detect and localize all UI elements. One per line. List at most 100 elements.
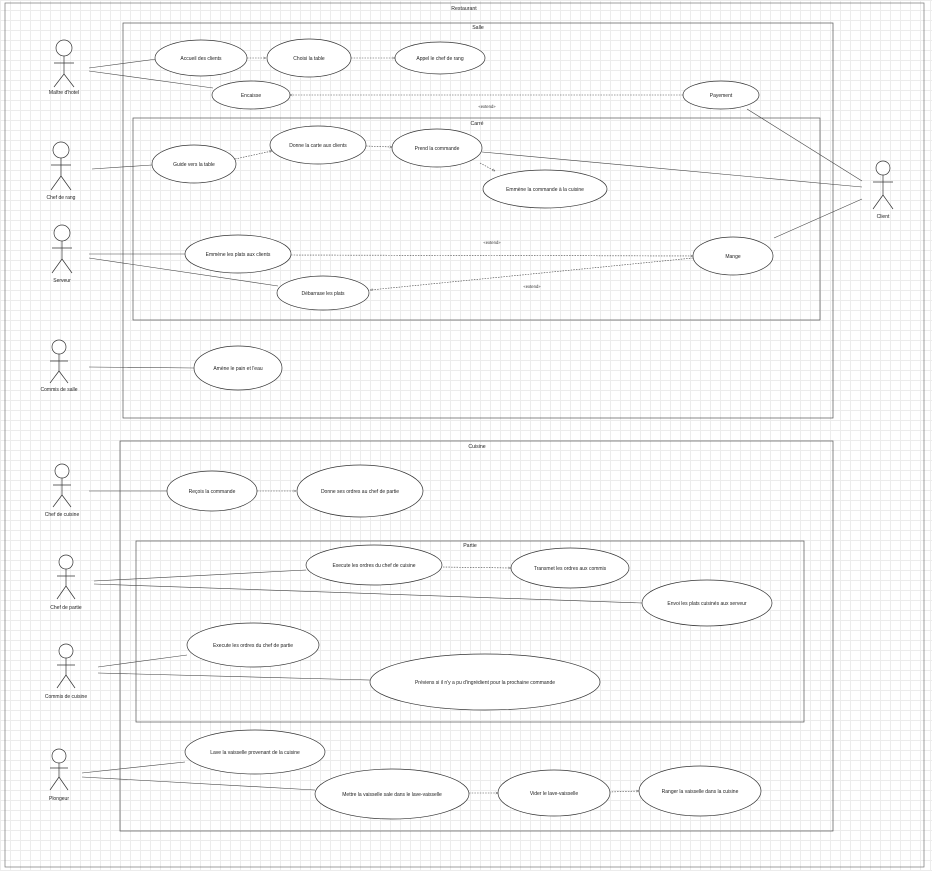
usecase-appel-label: Appel le chef de rang (416, 56, 463, 62)
usecase-exec-cuisine-label: Execute les ordres du chef de cuisine (332, 563, 415, 569)
usecase-transmet[interactable] (510, 547, 630, 589)
boundary-cuisine (119, 440, 834, 832)
actor-commis-salle-icon[interactable] (49, 339, 69, 384)
usecase-amene[interactable] (193, 345, 283, 391)
stereotype-extend-mange-bottom: «extend» (523, 284, 541, 289)
diagram-title: Restaurant (451, 6, 477, 12)
boundary-carre-label: Carré (471, 121, 484, 127)
usecase-envoi[interactable] (641, 579, 773, 627)
usecase-donne-ordres[interactable] (296, 464, 424, 518)
actor-chef-cuisine-icon[interactable] (52, 463, 72, 508)
boundary-partie (135, 540, 805, 723)
restaurant-frame (4, 2, 925, 868)
dep-vider-ranger (608, 791, 639, 792)
usecase-prend-label: Prend la commande (415, 146, 460, 152)
assoc-maitre-accueil (88, 58, 158, 69)
actor-chef-partie-label: Chef de partie (50, 605, 82, 611)
usecase-accueil[interactable] (154, 39, 248, 77)
boundary-salle-label: Salle (472, 25, 484, 31)
usecase-choisi[interactable] (266, 38, 352, 78)
assoc-plongeur-lave (81, 761, 186, 774)
assoc-commis-previens (97, 672, 371, 681)
usecase-mettre-label: Mettre la vaisselle sale dans le lave-va… (342, 792, 442, 798)
usecase-ranger-label: Ranger la vaisselle dans la cuisine (662, 789, 739, 795)
actor-serveur-icon[interactable] (51, 224, 73, 274)
actor-plongeur-icon[interactable] (49, 748, 69, 791)
usecase-donne-ordres-label: Donne ses ordres au chef de partie (321, 489, 399, 495)
actor-maitre-label: Maître d'hotel (49, 90, 79, 96)
usecase-appel[interactable] (394, 41, 486, 75)
actor-plongeur-label: Plongeur (49, 796, 69, 802)
assoc-client-mange (773, 198, 863, 239)
usecase-guide-label: Guide vers la table (173, 162, 215, 168)
usecase-exec-partie[interactable] (186, 622, 320, 668)
assoc-chefpartie-exec (93, 569, 307, 582)
assoc-client-payement (746, 108, 863, 182)
assoc-chefrang-guide (91, 164, 153, 170)
dep-donne-prend (365, 146, 392, 147)
dep-guide-donne (234, 151, 272, 160)
usecase-emmene-plats-label: Emmène les plats aux clients (206, 252, 271, 258)
usecase-vider[interactable] (497, 769, 611, 817)
stereotype-extend-mange-top: «extend» (483, 240, 501, 245)
assoc-commis-amene (88, 366, 195, 369)
actor-client-label: Client (877, 214, 890, 220)
boundary-cuisine-label: Cuisine (468, 444, 485, 450)
actors: Maître d'hotel Chef de rang Serveur Comm… (41, 39, 894, 802)
usecase-exec-partie-label: Execute les ordres du chef de partie (213, 643, 293, 649)
dep-exec-transmet (442, 567, 511, 568)
usecase-emmene-plats[interactable] (184, 234, 292, 274)
usecase-debarrasse[interactable] (276, 275, 370, 311)
associations (81, 58, 863, 791)
actor-commis-cuisine-icon[interactable] (56, 643, 76, 689)
boundary-carre (132, 117, 821, 321)
usecase-debarrasse-label: Débarrase les plats (301, 291, 345, 297)
usecase-mange-label: Mange (725, 254, 741, 260)
actor-serveur-label: Serveur (53, 278, 71, 284)
usecase-transmet-label: Transmet les ordres aux commis (534, 566, 607, 572)
actor-maitre-icon[interactable] (53, 39, 75, 88)
usecase-donne-carte[interactable] (269, 125, 367, 165)
dependencies (234, 58, 694, 793)
usecase-payement-label: Payement (710, 93, 733, 99)
usecase-accueil-label: Accueil des clients (180, 56, 222, 62)
usecase-ranger[interactable] (638, 765, 762, 817)
usecase-choisi-label: Choisi la table (293, 56, 325, 62)
dep-mange-debarrasse (370, 257, 694, 290)
stereotype-extend-payement: «extend» (478, 104, 496, 109)
usecase-emmene-commande-label: Emmène la commande à la cuisine (506, 187, 584, 193)
usecase-mettre[interactable] (314, 768, 470, 820)
assoc-commis-execpartie (97, 654, 188, 668)
usecase-donne-carte-label: Donne la carte aux clients (289, 143, 347, 149)
usecase-envoi-label: Envoi les plats cuisinés aux serveur (667, 601, 747, 607)
actor-client-icon[interactable] (872, 160, 894, 210)
assoc-chefpartie-envoi (93, 583, 643, 604)
usecase-previens-label: Préviens si il n'y a pu d'ingrédient pou… (415, 680, 555, 686)
usecase-emmene-commande[interactable] (482, 169, 608, 209)
usecase-encaisse[interactable] (211, 80, 291, 110)
usecase-amene-label: Amène le pain et l'eau (213, 366, 263, 372)
dep-emmene-mange (290, 255, 693, 256)
usecase-guide[interactable] (151, 144, 237, 184)
usecase-payement[interactable] (682, 80, 760, 110)
usecase-vider-label: Vider le lave-vaisselle (530, 791, 578, 797)
boundary-salle (122, 22, 834, 419)
usecase-mange[interactable] (692, 236, 774, 276)
usecase-lave[interactable] (184, 729, 326, 775)
dep-prend-emmene (479, 162, 495, 172)
usecase-previens[interactable] (369, 653, 601, 711)
usecase-prend[interactable] (391, 128, 483, 168)
usecase-exec-cuisine[interactable] (305, 544, 443, 586)
assoc-maitre-encaisse (88, 70, 214, 89)
boundary-partie-label: Partie (463, 543, 477, 549)
actor-chef-cuisine-label: Chef de cuisine (45, 512, 80, 518)
usecase-lave-label: Lave la vaisselle provenant de la cuisin… (210, 750, 300, 756)
assoc-plongeur-mettre (81, 776, 316, 791)
usecase-recois[interactable] (166, 470, 258, 512)
actor-commis-cuisine-label: Commis de cuisine (45, 694, 87, 700)
actor-commis-salle-label: Commis de salle (41, 387, 78, 393)
assoc-serveur-debarrasse (88, 257, 279, 287)
actor-chefrang-icon[interactable] (50, 141, 72, 191)
actor-chef-partie-icon[interactable] (56, 554, 76, 600)
